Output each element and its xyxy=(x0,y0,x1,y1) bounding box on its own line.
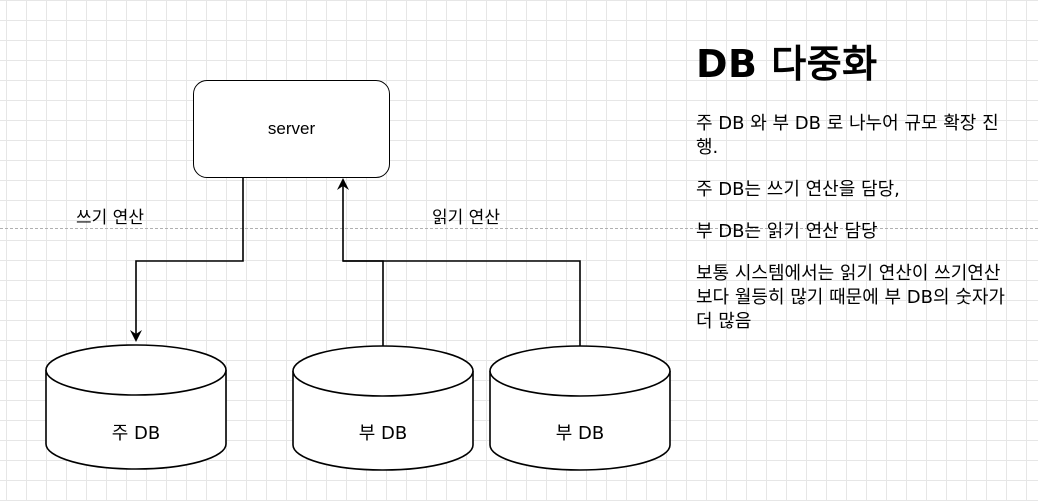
note-primary-role: 주 DB는 쓰기 연산을 담당, xyxy=(696,179,900,200)
replica-db-label-1: 부 DB xyxy=(358,423,408,444)
write-operation-label: 쓰기 연산 xyxy=(76,208,144,228)
notes-panel: DB 다중화 주 DB 와 부 DB 로 나누어 규모 확장 진행. 주 DB는… xyxy=(696,40,1016,352)
read-operation-label: 읽기 연산 xyxy=(432,208,500,228)
replica-db-cylinder-1[interactable] xyxy=(292,345,474,471)
write-edge[interactable] xyxy=(130,178,244,342)
primary-db-label: 주 DB xyxy=(111,423,161,444)
note-read-heavy: 보통 시스템에서는 읽기 연산이 쓰기연산보다 월등히 많기 때문에 부 DB의… xyxy=(696,263,1005,332)
server-label: server xyxy=(267,119,316,138)
notes-title: DB 다중화 xyxy=(696,42,878,86)
read-edge-1[interactable] xyxy=(337,178,384,346)
note-scaling: 주 DB 와 부 DB 로 나누어 규모 확장 진행. xyxy=(696,113,999,158)
replica-db-cylinder-2[interactable] xyxy=(489,345,671,471)
replica-db-label-2: 부 DB xyxy=(555,423,605,444)
primary-db-cylinder[interactable] xyxy=(45,344,227,470)
note-replica-role: 부 DB는 읽기 연산 담당 xyxy=(696,221,878,242)
read-edge-2[interactable] xyxy=(343,260,581,346)
server-node[interactable]: server xyxy=(193,80,390,178)
page-break-line xyxy=(0,228,1038,229)
